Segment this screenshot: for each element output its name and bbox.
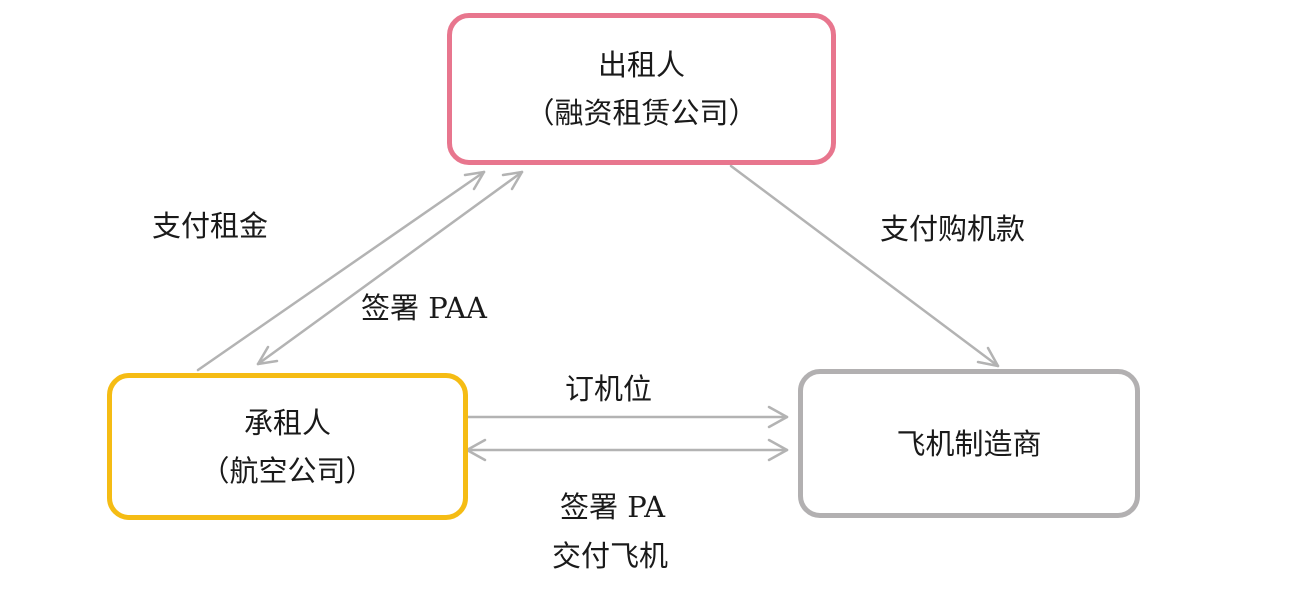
- arrow-pay-purchase: [729, 164, 1000, 368]
- lessee-subtitle: （航空公司）: [200, 453, 375, 488]
- edge-label-deliver: 交付飞机: [552, 539, 669, 573]
- arrow-sign-paa: [256, 170, 524, 366]
- arrow-sign-pa-deliver: [465, 438, 789, 462]
- lessor-title: 出租人: [597, 48, 685, 82]
- edge-label-sign-paa: 签署 PAA: [361, 291, 487, 325]
- edge-label-pay-rent: 支付租金: [152, 209, 269, 243]
- edge-label-book-slot: 订机位: [565, 372, 653, 406]
- manufacturer-title: 飞机制造商: [896, 426, 1042, 461]
- edge-label-sign-pa: 签署 PA: [560, 490, 666, 524]
- manufacturer-node: 飞机制造商: [798, 369, 1140, 518]
- lessor-node: 出租人 （融资租赁公司）: [447, 13, 836, 165]
- lessee-node: 承租人 （航空公司）: [107, 373, 468, 520]
- lessor-subtitle: （融资租赁公司）: [525, 96, 758, 130]
- arrow-book-slot: [460, 405, 789, 429]
- arrow-pay-rent: [196, 170, 486, 372]
- arrow-sign-paa-return-head: [501, 170, 524, 191]
- edge-label-pay-purchase: 支付购机款: [880, 212, 1026, 246]
- lessee-title: 承租人: [243, 405, 331, 440]
